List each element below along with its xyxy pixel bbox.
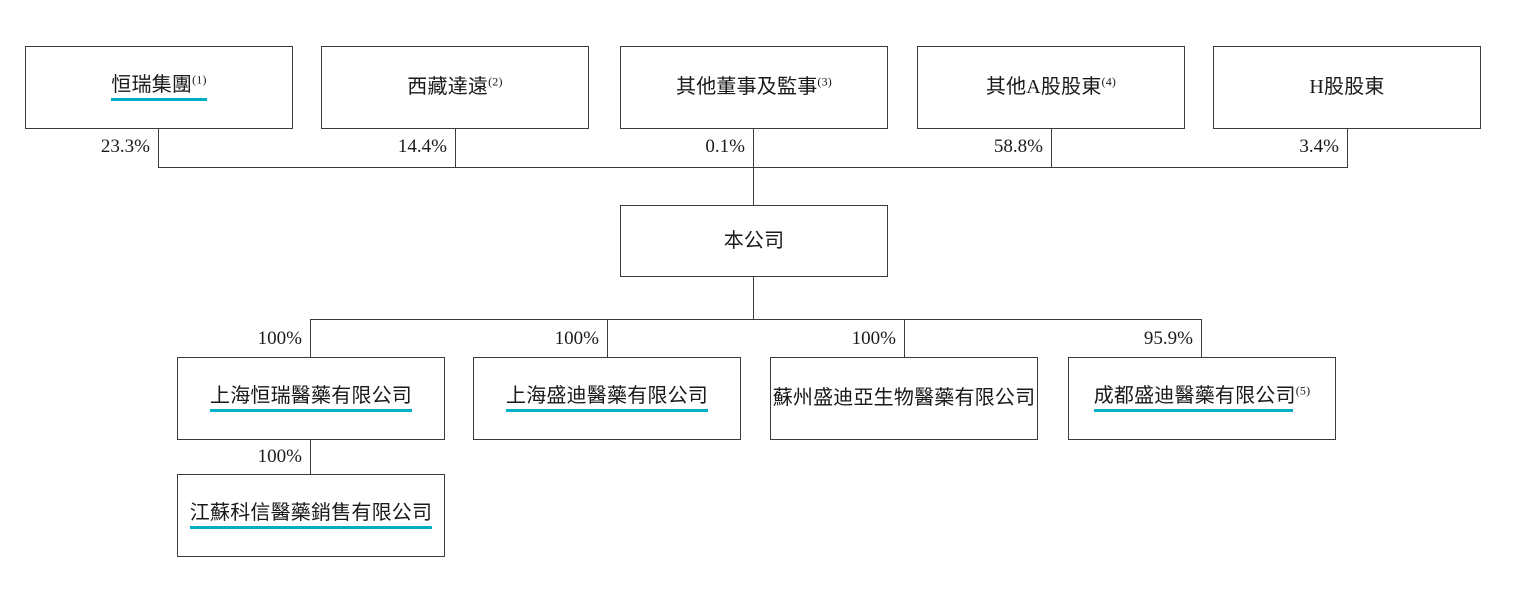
connector-drop-subsidiary-2 [607, 319, 609, 357]
percent-subsidiary-3: 100% [851, 328, 896, 349]
shareholder-box-4: 其他A股股東(4) [917, 46, 1185, 129]
percent-shareholder-4: 58.8% [993, 136, 1043, 157]
connector-drop-shareholder-4 [1051, 129, 1053, 167]
shareholder-label-5: H股股東 [1309, 76, 1385, 98]
shareholder-label-3: 其他董事及監事(3) [676, 74, 832, 98]
connector-company-to-bus [753, 277, 755, 319]
shareholder-label-1: 恒瑞集團(1) [111, 72, 207, 102]
shareholder-label-4: 其他A股股東(4) [985, 74, 1117, 98]
sub-subsidiary-label-1: 江蘇科信醫藥銷售有限公司 [189, 501, 433, 530]
connector-bus-subsidiaries [310, 319, 1202, 321]
shareholder-box-5: H股股東 [1213, 46, 1481, 129]
subsidiary-label-2: 上海盛迪醫藥有限公司 [506, 384, 708, 413]
percent-sub-subsidiary-1: 100% [257, 446, 302, 467]
shareholder-box-1: 恒瑞集團(1) [25, 46, 293, 129]
subsidiary-box-4: 成都盛迪醫藥有限公司(5) [1068, 357, 1336, 440]
percent-shareholder-1: 23.3% [100, 136, 150, 157]
percent-subsidiary-1: 100% [257, 328, 302, 349]
shareholder-label-2: 西藏達遠(2) [407, 74, 503, 98]
connector-drop-shareholder-1 [158, 129, 160, 167]
footnote-marker-4: (4) [1101, 74, 1117, 89]
footnote-marker-1: (1) [192, 72, 207, 87]
percent-shareholder-2: 14.4% [397, 136, 447, 157]
connector-drop-shareholder-3 [753, 129, 755, 167]
company-box: 本公司 [620, 205, 888, 277]
connector-drop-subsidiary-1 [310, 319, 312, 357]
connector-bus-to-company [753, 167, 755, 205]
subsidiary-box-2: 上海盛迪醫藥有限公司 [473, 357, 741, 440]
connector-drop-subsidiary-4 [1201, 319, 1203, 357]
connector-drop-subsidiary-3 [904, 319, 906, 357]
sub-subsidiary-box-1: 江蘇科信醫藥銷售有限公司 [177, 474, 445, 557]
percent-subsidiary-4: 95.9% [1143, 328, 1193, 349]
subsidiary-label-1: 上海恒瑞醫藥有限公司 [210, 384, 412, 413]
subsidiary-box-1: 上海恒瑞醫藥有限公司 [177, 357, 445, 440]
connector-drop-shareholder-2 [455, 129, 457, 167]
footnote-marker-3: (3) [817, 74, 832, 89]
connector-subsidiary-1-to-child [310, 440, 312, 474]
subsidiary-label-3: 蘇州盛迪亞生物醫藥有限公司 [772, 387, 1036, 409]
subsidiary-box-3: 蘇州盛迪亞生物醫藥有限公司 [770, 357, 1038, 440]
connector-drop-shareholder-5 [1347, 129, 1349, 167]
company-label: 本公司 [723, 229, 785, 252]
percent-shareholder-5: 3.4% [1299, 136, 1339, 157]
footnote-marker-2: (2) [488, 74, 503, 89]
percent-subsidiary-2: 100% [554, 328, 599, 349]
percent-shareholder-3: 0.1% [705, 136, 745, 157]
subsidiary-label-4: 成都盛迪醫藥有限公司(5) [1093, 383, 1311, 413]
footnote-marker-sub-4: (5) [1295, 383, 1311, 398]
shareholder-box-2: 西藏達遠(2) [321, 46, 589, 129]
shareholder-box-3: 其他董事及監事(3) [620, 46, 888, 129]
